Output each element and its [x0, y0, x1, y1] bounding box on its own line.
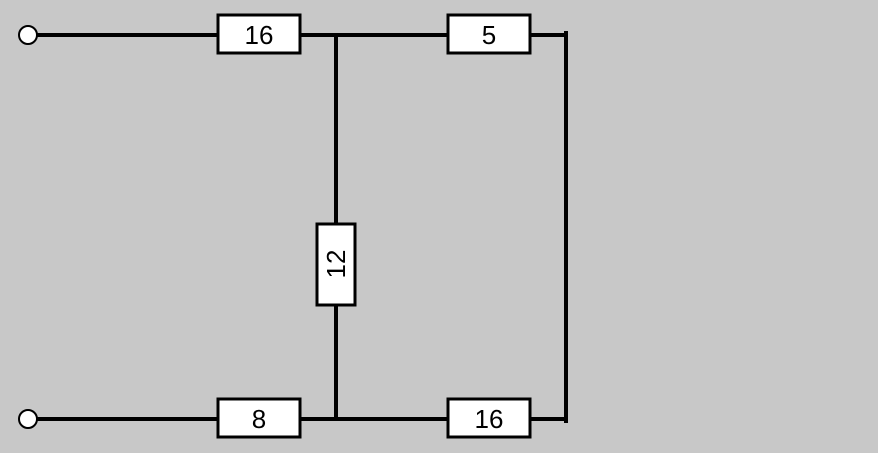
resistor-bottom-right-label: 16 — [475, 404, 504, 434]
resistor-bottom-right: 16 — [446, 397, 532, 439]
resistor-top-right: 5 — [446, 13, 532, 55]
resistor-middle-vertical: 12 — [315, 222, 357, 307]
resistor-top-right-label: 5 — [482, 20, 496, 50]
resistor-bottom-left: 8 — [216, 397, 302, 439]
input-terminal-top — [18, 25, 38, 45]
resistor-bottom-left-label: 8 — [252, 404, 266, 434]
input-terminal-bottom — [18, 409, 38, 429]
resistor-top-left: 16 — [216, 13, 302, 55]
resistor-top-left-label: 16 — [245, 20, 274, 50]
resistor-middle-vertical-label: 12 — [321, 250, 351, 279]
